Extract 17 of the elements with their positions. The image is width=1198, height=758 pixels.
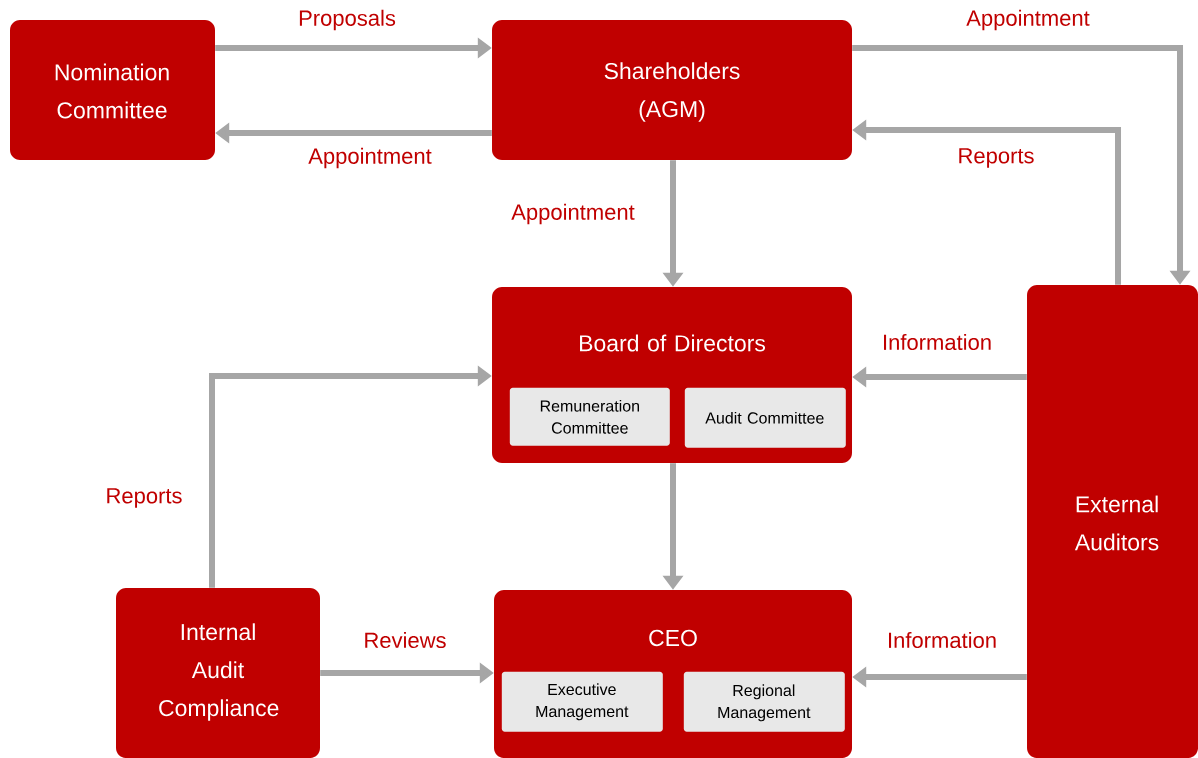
edge-label: Appointment <box>965 8 1091 32</box>
edge-label: Appointment <box>510 202 636 226</box>
edge-label: Appointment <box>307 146 433 170</box>
org-box: External Auditors <box>1027 285 1198 758</box>
edge-label: Reports <box>956 147 1036 169</box>
committee-box: Regional Management <box>683 671 845 732</box>
committee-box: Executive Management <box>501 671 663 732</box>
edge-label: Information <box>886 630 999 650</box>
edge-label: Reviews <box>362 630 448 650</box>
committee-box: Audit Committee <box>684 387 846 448</box>
committee-box: Remuneration Committee <box>509 387 670 446</box>
edge-label: Reports <box>104 487 184 509</box>
org-box: Nomination Committee <box>10 20 215 160</box>
org-box: Internal Audit Compliance <box>116 588 320 758</box>
edge-label: Proposals <box>297 8 397 32</box>
edge-label: Information <box>881 332 994 352</box>
org-box: Shareholders (AGM) <box>492 20 852 160</box>
